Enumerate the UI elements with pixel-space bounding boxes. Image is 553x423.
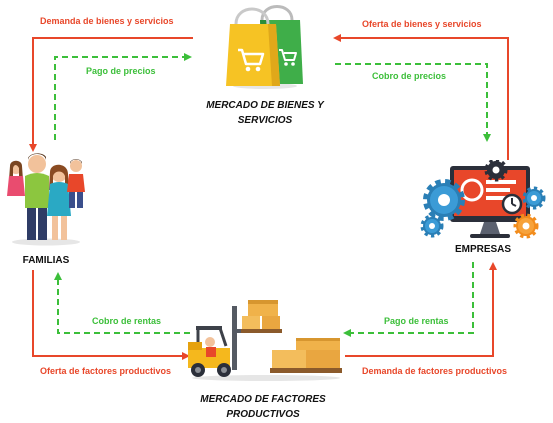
flow-oferta-factores-arrow xyxy=(32,270,190,360)
flow-pago-precios-arrow xyxy=(54,53,192,140)
family-icon xyxy=(7,153,85,246)
shopping-bags-icon xyxy=(226,5,303,89)
flow-demanda-factores-arrow xyxy=(345,262,497,357)
forklift-boxes-icon xyxy=(188,300,342,381)
label-demanda-bienes: Demanda de bienes y servicios xyxy=(40,16,174,26)
flow-pago-rentas-arrow xyxy=(343,262,474,337)
flow-cobro-rentas-arrow xyxy=(54,272,190,334)
node-mercado-bienes: MERCADO DE BIENES Y SERVICIOS xyxy=(206,100,324,126)
computer-gears-icon xyxy=(420,160,546,239)
label-oferta-bienes: Oferta de bienes y servicios xyxy=(362,19,482,29)
label-oferta-factores: Oferta de factores productivos xyxy=(40,366,172,376)
flow-cobro-precios-arrow xyxy=(335,63,491,142)
label-cobro-rentas: Cobro de rentas xyxy=(92,316,162,326)
node-empresas: EMPRESAS xyxy=(454,244,512,255)
label-cobro-precios: Cobro de precios xyxy=(372,71,447,81)
flow-demanda-bienes-arrow xyxy=(29,37,193,152)
node-familias: FAMILIAS xyxy=(22,255,70,266)
flow-oferta-bienes-arrow xyxy=(333,34,509,160)
node-mercado-factores: MERCADO DE FACTORES PRODUCTIVOS xyxy=(200,394,326,420)
label-pago-precios: Pago de precios xyxy=(86,66,156,76)
label-pago-rentas: Pago de rentas xyxy=(384,316,449,326)
label-demanda-factores: Demanda de factores productivos xyxy=(362,366,508,376)
